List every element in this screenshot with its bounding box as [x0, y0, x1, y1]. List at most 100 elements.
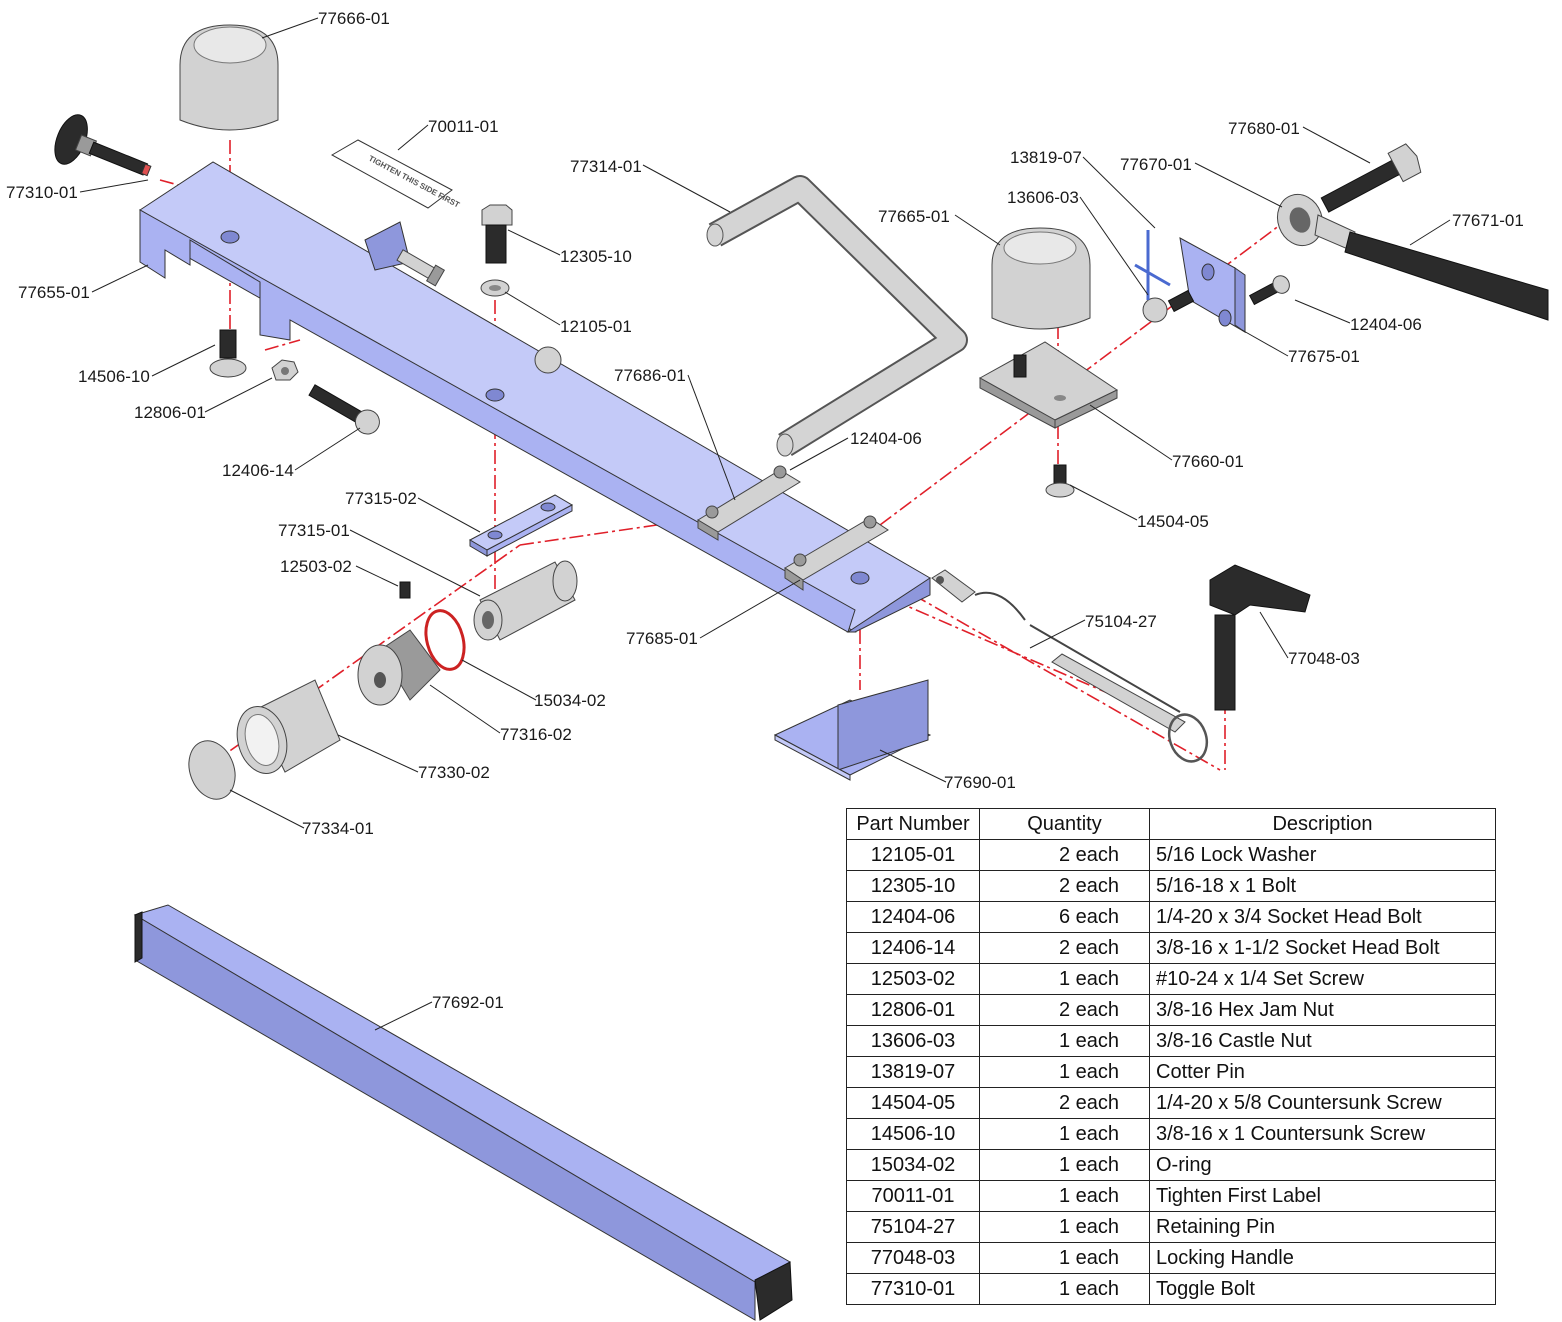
- socket-bolt-12404-06-right: [1248, 275, 1290, 306]
- bom-cell-part-number: 77310-01: [846, 1273, 980, 1305]
- bom-cell-description: Toggle Bolt: [1149, 1273, 1496, 1305]
- callout-12406-14: 12406-14: [222, 461, 294, 480]
- bom-cell-part-number: 13606-03: [846, 1025, 980, 1057]
- bom-cell-description: Cotter Pin: [1149, 1056, 1496, 1088]
- callout-labels: 77666-01 70011-01 77310-01 77655-01 1450…: [6, 9, 1524, 1012]
- handle-77314-01: [706, 175, 968, 457]
- callout-14506-10: 14506-10: [78, 367, 150, 386]
- bom-cell-part-number: 14504-05: [846, 1087, 980, 1119]
- bom-cell-description: Tighten First Label: [1149, 1180, 1496, 1212]
- bom-cell-quantity: 1 each: [979, 963, 1150, 995]
- knurled-grip-77330-02: [236, 679, 341, 774]
- bom-cell-quantity: 1 each: [979, 1211, 1150, 1243]
- callout-14504-05: 14504-05: [1137, 512, 1209, 531]
- callout-12404-06-a: 12404-06: [850, 429, 922, 448]
- base-plate-77660-01: [978, 341, 1119, 429]
- callout-77310-01: 77310-01: [6, 183, 78, 202]
- bom-cell-description: Locking Handle: [1149, 1242, 1496, 1274]
- callout-77314-01: 77314-01: [570, 157, 642, 176]
- bom-cell-part-number: 12105-01: [846, 839, 980, 871]
- cap-77666-01: [179, 24, 279, 131]
- bom-cell-part-number: 75104-27: [846, 1211, 980, 1243]
- bom-cell-quantity: 1 each: [979, 1056, 1150, 1088]
- callout-77660-01: 77660-01: [1172, 452, 1244, 471]
- callout-77048-03: 77048-03: [1288, 649, 1360, 668]
- o-ring-15034-02: [424, 609, 466, 671]
- bom-header-row: Part Number Quantity Description: [846, 808, 1496, 840]
- bom-cell-part-number: 12305-10: [846, 870, 980, 902]
- bom-cell-part-number: 12404-06: [846, 901, 980, 933]
- callout-77692-01: 77692-01: [432, 993, 504, 1012]
- bom-cell-part-number: 12503-02: [846, 963, 980, 995]
- bom-cell-part-number: 12406-14: [846, 932, 980, 964]
- leader-lines: [79, 17, 1451, 1031]
- lever-grip-77671-01: [1344, 231, 1549, 321]
- knob-77316-02: [357, 629, 441, 706]
- bom-header-description: Description: [1149, 808, 1496, 840]
- bom-cell-description: 3/8-16 x 1 Countersunk Screw: [1149, 1118, 1496, 1150]
- callout-77666-01: 77666-01: [318, 9, 390, 28]
- callout-77686-01: 77686-01: [614, 366, 686, 385]
- bom-cell-quantity: 1 each: [979, 1180, 1150, 1212]
- bom-cell-quantity: 1 each: [979, 1118, 1150, 1150]
- cap-77665-01: [991, 227, 1091, 330]
- bom-cell-quantity: 2 each: [979, 1087, 1150, 1119]
- toggle-bolt-77310-01: [54, 114, 152, 177]
- callout-15034-02: 15034-02: [534, 691, 606, 710]
- bom-cell-quantity: 2 each: [979, 994, 1150, 1026]
- bom-cell-description: 1/4-20 x 5/8 Countersunk Screw: [1149, 1087, 1496, 1119]
- bom-cell-description: 3/8-16 x 1-1/2 Socket Head Bolt: [1149, 932, 1496, 964]
- bom-header-quantity: Quantity: [979, 808, 1150, 840]
- bom-cell-quantity: 1 each: [979, 1149, 1150, 1181]
- countersunk-screw-14504-05: [1045, 464, 1075, 498]
- bom-cell-quantity: 6 each: [979, 901, 1150, 933]
- shaft-77315-01: [473, 560, 578, 641]
- callout-75104-27: 75104-27: [1085, 612, 1157, 631]
- callout-70011-01: 70011-01: [428, 117, 499, 136]
- callout-77671-01: 77671-01: [1452, 211, 1524, 230]
- bom-cell-part-number: 70011-01: [846, 1180, 980, 1212]
- bom-cell-quantity: 2 each: [979, 870, 1150, 902]
- label-70011-01: TIGHTEN THIS SIDE FIRST: [330, 139, 461, 210]
- plate-77315-02: [468, 494, 574, 557]
- bom-header-part-number: Part Number: [846, 808, 980, 840]
- cotter-pin-13819-07: [1134, 230, 1171, 300]
- bom-cell-quantity: 1 each: [979, 1273, 1150, 1305]
- hex-jam-nut-12806-01: [271, 359, 299, 381]
- bom-cell-part-number: 13819-07: [846, 1056, 980, 1088]
- bom-cell-part-number: 77048-03: [846, 1242, 980, 1274]
- callout-77315-01: 77315-01: [278, 521, 350, 540]
- bom-cell-part-number: 12806-01: [846, 994, 980, 1026]
- callout-77685-01: 77685-01: [626, 629, 698, 648]
- callout-77665-01: 77665-01: [878, 207, 950, 226]
- callout-12105-01: 12105-01: [560, 317, 632, 336]
- bom-cell-description: 5/16-18 x 1 Bolt: [1149, 870, 1496, 902]
- bom-cell-description: Retaining Pin: [1149, 1211, 1496, 1243]
- angle-bracket-77690-01: [773, 679, 932, 781]
- countersunk-screw-14506-10: [209, 329, 247, 378]
- retaining-pin-75104-27: [931, 569, 1209, 763]
- callout-77334-01: 77334-01: [302, 819, 374, 838]
- bom-cell-description: 3/8-16 Castle Nut: [1149, 1025, 1496, 1057]
- callout-12404-06-b: 12404-06: [1350, 315, 1422, 334]
- locking-handle-77048-03: [1209, 564, 1311, 711]
- callout-77330-02: 77330-02: [418, 763, 490, 782]
- callout-13606-03: 13606-03: [1007, 188, 1079, 207]
- callout-12305-10: 12305-10: [560, 247, 632, 266]
- lock-washer-12105-01: [480, 279, 510, 297]
- callout-77680-01: 77680-01: [1228, 119, 1300, 138]
- socket-bolt-12406-14: [308, 384, 380, 435]
- end-cap-77334-01: [188, 740, 236, 800]
- bolt-12305-10: [481, 204, 513, 264]
- callout-77315-02: 77315-02: [345, 489, 417, 508]
- main-bar-77655-01: [139, 161, 931, 633]
